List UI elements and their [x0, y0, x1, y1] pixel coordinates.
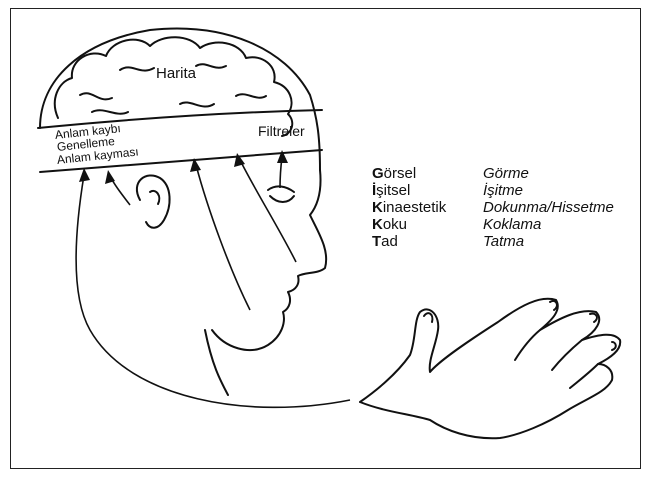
sense-name: Tad: [372, 233, 398, 250]
sense-initial: T: [372, 233, 381, 250]
sense-name: Koku: [372, 216, 407, 233]
brain-outline: [55, 37, 292, 136]
sense-rest: örsel: [384, 165, 417, 182]
sense-action: Dokunma/Hissetme: [483, 199, 614, 216]
eye: [268, 186, 294, 192]
sense-rest: şitsel: [376, 182, 410, 199]
sense-action: Tatma: [483, 233, 524, 250]
sense-action: İşitme: [483, 182, 523, 199]
ear: [137, 175, 170, 227]
arrowhead-1: [79, 168, 90, 182]
hand-outline: [360, 299, 620, 438]
face-profile: [212, 170, 326, 350]
sense-name: Kinaestetik: [372, 199, 446, 216]
arrow-long-1: [196, 165, 250, 310]
sense-name: Görsel: [372, 165, 416, 182]
neck: [205, 330, 228, 395]
sense-initial: K: [372, 199, 383, 216]
sense-name: İşitsel: [372, 182, 410, 199]
sense-initial: K: [372, 216, 383, 233]
filters-label: Filtreler: [258, 124, 305, 138]
sense-rest: oku: [383, 216, 407, 233]
sense-rest: inaestetik: [383, 199, 446, 216]
arrow-touch: [76, 175, 350, 407]
arrow-long-2: [240, 160, 296, 262]
brain-label: Harita: [156, 66, 196, 81]
sense-action: Koklama: [483, 216, 541, 233]
sense-rest: ad: [381, 233, 398, 250]
sense-initial: G: [372, 165, 384, 182]
sense-action: Görme: [483, 165, 529, 182]
